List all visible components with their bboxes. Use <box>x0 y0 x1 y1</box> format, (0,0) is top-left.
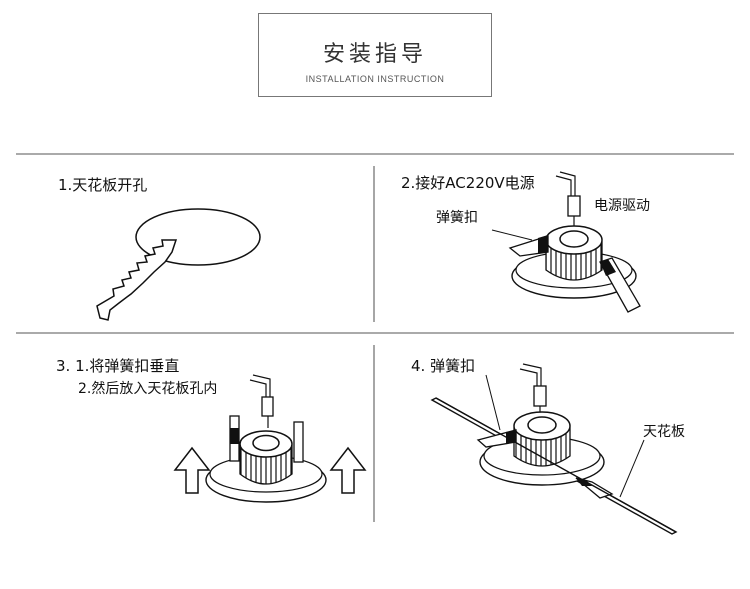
page-title: 安装指导 <box>322 42 427 67</box>
panel-grid <box>16 153 734 522</box>
vertical-clip-right <box>293 421 304 463</box>
title-frame: 安装指导 INSTALLATION INSTRUCTION <box>258 13 492 97</box>
step-4-connector <box>533 385 547 407</box>
step-4-label: 4. 弹簧扣 <box>411 357 475 375</box>
step-1: 1.天花板开孔 <box>58 176 261 321</box>
step-1-label: 1.天花板开孔 <box>58 176 147 194</box>
step-2: 2.接好AC220V电源 弹簧扣 电源驱动 <box>401 171 650 313</box>
up-arrow-left <box>173 446 211 494</box>
up-arrow-right <box>329 446 367 494</box>
page-subtitle: INSTALLATION INSTRUCTION <box>305 74 445 84</box>
step-3-sublabel: 2.然后放入天花板孔内 <box>78 380 217 397</box>
step-4: 4. 弹簧扣 天花板 <box>411 357 685 535</box>
saw-blade <box>96 239 178 321</box>
spring-clip-leader <box>491 229 533 241</box>
step-3-label: 3. 1.将弹簧扣垂直 <box>56 357 179 375</box>
spring-clip-callout: 弹簧扣 <box>436 210 478 226</box>
step-3-connector <box>261 396 274 417</box>
driver-connector <box>567 195 581 217</box>
step-2-label: 2.接好AC220V电源 <box>401 174 535 192</box>
power-wire <box>555 171 576 196</box>
driver-callout: 电源驱动 <box>594 198 650 214</box>
ceiling-hole <box>135 208 261 266</box>
step-3: 3. 1.将弹簧扣垂直 2.然后放入天花板孔内 <box>56 357 367 503</box>
ceiling-callout: 天花板 <box>643 424 685 440</box>
